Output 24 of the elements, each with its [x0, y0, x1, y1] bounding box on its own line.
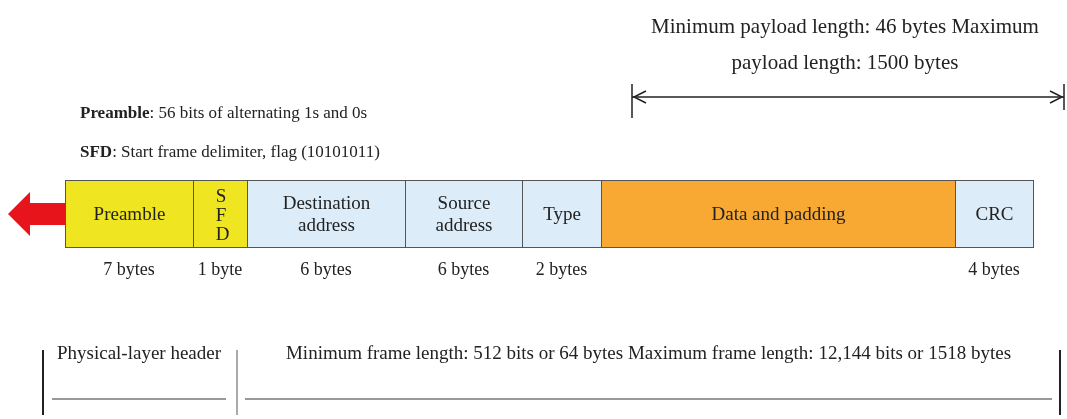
field-name: Destination address: [281, 192, 372, 236]
field-name: Source address: [434, 192, 494, 236]
field-box: [955, 180, 1034, 248]
size-label: 6 bytes: [436, 259, 491, 280]
field-name: Type: [542, 203, 582, 225]
field-box: [247, 180, 406, 248]
field-name: Data and padding: [710, 203, 847, 225]
legend-note: SFD: Start frame delimiter, flag (10101011): [80, 141, 381, 163]
size-label: 4 bytes: [967, 259, 1021, 280]
field-name: Preamble: [92, 203, 167, 225]
field-box: [405, 180, 523, 248]
size-label: 2 bytes: [534, 259, 589, 280]
field-box: [65, 180, 194, 248]
header-label: Physical-layer header: [55, 341, 223, 365]
size-label: 6 bytes: [299, 259, 353, 280]
field-box: [193, 180, 248, 248]
field-box: [601, 180, 956, 248]
payload-length-note: Minimum payload length: 46 bytes Maximum payload length: 1500 bytes: [650, 13, 1040, 76]
legend-note: Preamble: 56 bits of alternating 1s and 0s: [80, 102, 369, 124]
field-box: [522, 180, 602, 248]
size-label: 1 byte: [196, 259, 244, 280]
frame-length-note: Minimum frame length: 512 bits or 64 bytes Maximum frame length: 12,144 bits or 1518 bytes: [284, 341, 1013, 365]
field-name: CRC: [974, 203, 1015, 225]
size-label: 7 bytes: [102, 259, 156, 280]
